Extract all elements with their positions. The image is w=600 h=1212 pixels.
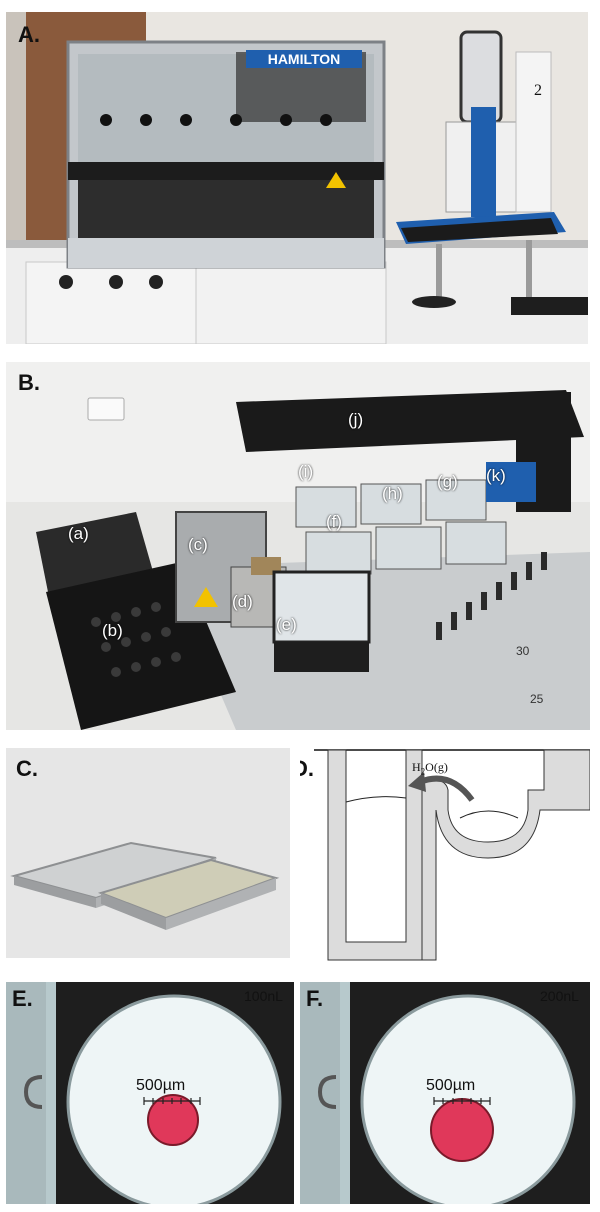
callout-i: (i) bbox=[298, 462, 314, 481]
panel-e-micrograph: E. 100nL 500µm bbox=[6, 982, 294, 1204]
brand-text: HAMILTON bbox=[267, 51, 341, 67]
panel-f-illustration bbox=[300, 982, 590, 1204]
callout-h: (h) bbox=[382, 484, 403, 503]
deck-number-25: 25 bbox=[530, 692, 544, 706]
scale-bar-icon bbox=[433, 1097, 491, 1105]
panel-b-illustration bbox=[6, 362, 590, 730]
panel-c-label: C. bbox=[16, 756, 38, 781]
callout-a: (a) bbox=[68, 524, 89, 543]
callout-d: (d) bbox=[232, 592, 253, 611]
panel-c-illustration bbox=[6, 748, 290, 958]
panel-d-diagram: D. H2O(g) bbox=[300, 748, 590, 968]
panel-b-photo: B. (a) (b) (c) (d) (e) (f) (g) (h) (i) (… bbox=[6, 362, 590, 730]
panel-d-label: D. bbox=[300, 756, 314, 781]
panel-e-scale-label: 500µm bbox=[136, 1077, 186, 1094]
panel-f-label: F. bbox=[306, 986, 324, 1011]
arrow-curved-icon bbox=[418, 775, 475, 802]
panel-e-label: E. bbox=[12, 986, 33, 1011]
callout-g: (g) bbox=[437, 472, 458, 491]
panel-a-photo: A. HAMILTON 2 bbox=[6, 12, 588, 344]
deck-number-30: 30 bbox=[516, 644, 530, 658]
callout-k: (k) bbox=[486, 466, 506, 485]
callout-e: (e) bbox=[276, 615, 297, 634]
panel-a-illustration bbox=[6, 12, 588, 344]
callout-j: (j) bbox=[348, 410, 364, 429]
panel-c-photo: C. bbox=[6, 748, 290, 958]
panel-f-volume: 200nL bbox=[540, 988, 579, 1004]
vapor-annotation-tail: O(g) bbox=[425, 760, 448, 774]
vapor-annotation-sub: 2 bbox=[420, 766, 426, 777]
panel-d-well-diagram bbox=[300, 748, 590, 968]
panel-e-illustration bbox=[6, 982, 294, 1204]
callout-b: (b) bbox=[102, 621, 123, 640]
callout-c: (c) bbox=[188, 535, 208, 554]
panel-f-micrograph: F. 200nL 500µm bbox=[300, 982, 590, 1204]
panel-e-volume: 100nL bbox=[244, 988, 283, 1004]
callout-f: (f) bbox=[326, 512, 343, 531]
scale-bar-icon bbox=[143, 1097, 201, 1105]
panel-f-scale-label: 500µm bbox=[426, 1077, 476, 1094]
vapor-annotation-main: H bbox=[412, 760, 421, 774]
vapor-annotation: H2O(g) bbox=[412, 760, 448, 776]
panel-a-label: A. bbox=[18, 22, 40, 47]
panel-b-label: B. bbox=[18, 370, 40, 395]
side-number: 2 bbox=[534, 82, 542, 99]
